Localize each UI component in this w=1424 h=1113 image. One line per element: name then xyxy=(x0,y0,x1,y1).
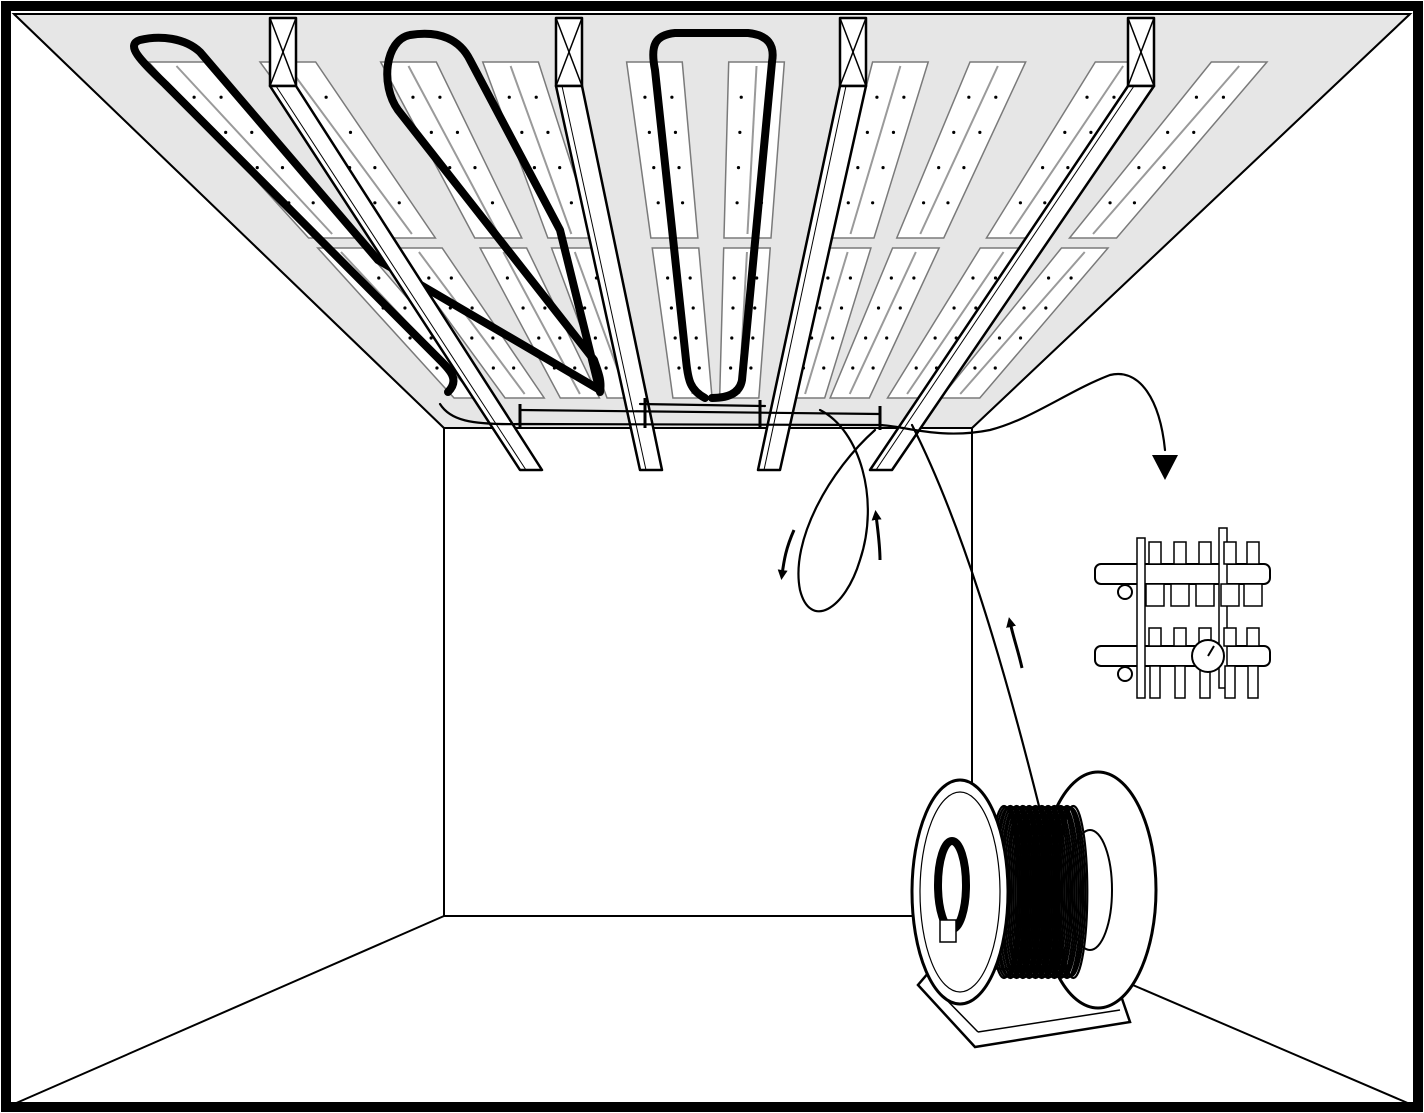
reel-label xyxy=(940,920,956,942)
pipe-reel-icon xyxy=(912,772,1156,1047)
back-wall xyxy=(444,428,972,916)
